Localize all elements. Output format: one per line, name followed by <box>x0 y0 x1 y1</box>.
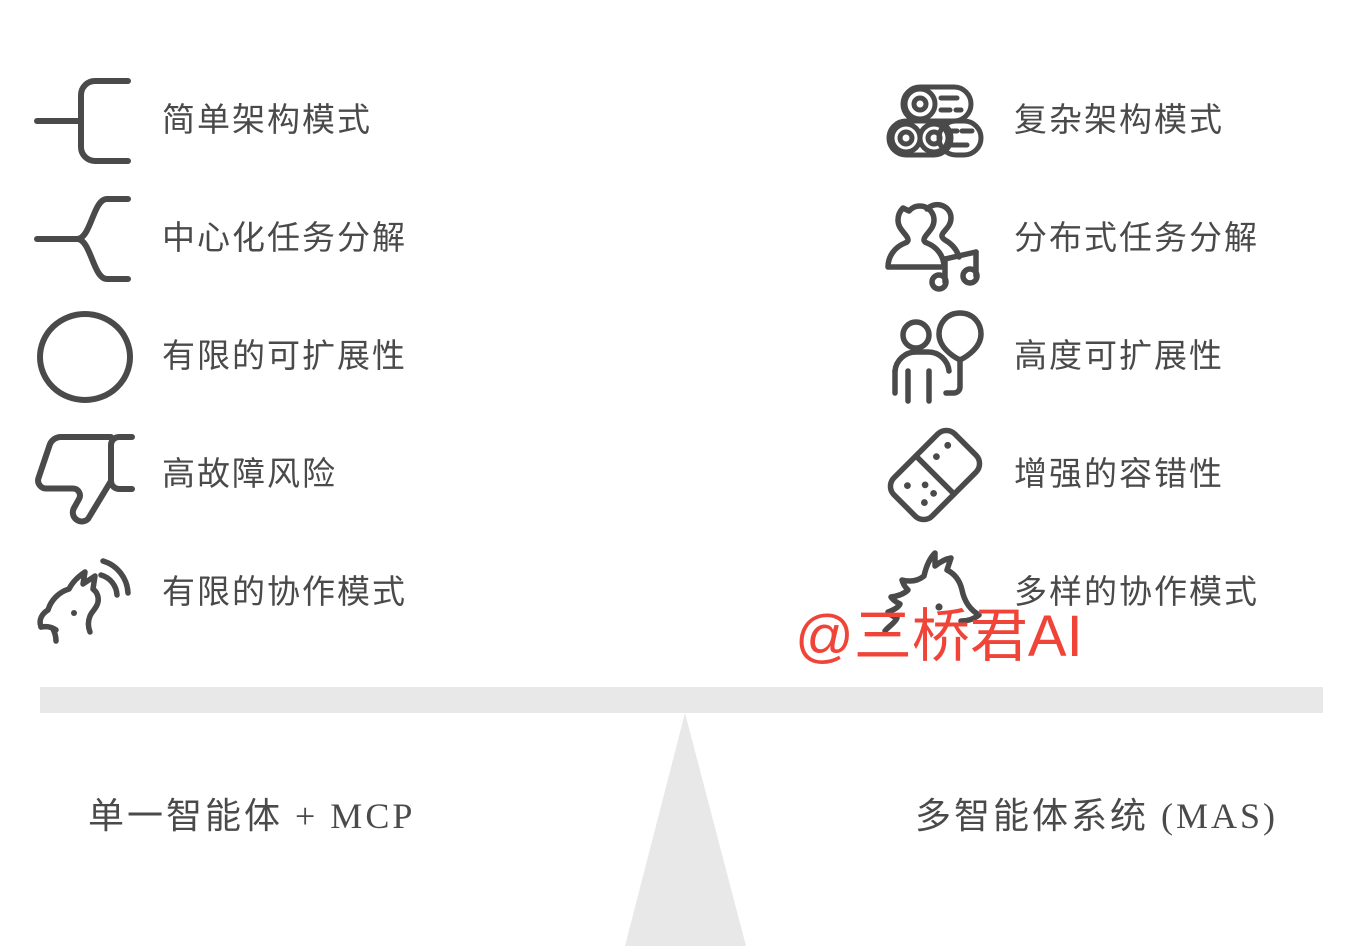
circle-icon <box>30 302 140 412</box>
feature-label: 高故障风险 <box>162 456 337 493</box>
feature-label: 中心化任务分解 <box>162 220 407 257</box>
feature-row: 复杂架构模式 <box>880 62 1350 180</box>
comparison-columns: 简单架构模式 中心化任务分解 <box>0 0 1350 680</box>
feature-label: 高度可扩展性 <box>1014 338 1224 375</box>
feature-row: 简单架构模式 <box>30 62 675 180</box>
feature-row: 多样的协作模式 <box>880 534 1350 652</box>
feature-row: 增强的容错性 <box>880 416 1350 534</box>
multi-agent-column: 复杂架构模式 <box>675 0 1350 680</box>
feature-label: 增强的容错性 <box>1014 456 1224 493</box>
feature-row: 有限的协作模式 <box>30 534 675 652</box>
domino-tile-icon <box>880 420 990 530</box>
bracket-split-branch-icon <box>30 184 140 294</box>
feature-row: 中心化任务分解 <box>30 180 675 298</box>
thumbs-down-icon <box>30 420 140 530</box>
wolf-head-icon <box>880 538 990 648</box>
fulcrum-triangle <box>588 713 783 946</box>
feature-row: 有限的可扩展性 <box>30 298 675 416</box>
feature-row: 高度可扩展性 <box>880 298 1350 416</box>
feature-row: 高故障风险 <box>30 416 675 534</box>
feature-label: 简单架构模式 <box>162 102 372 139</box>
bracket-single-branch-icon <box>30 66 140 176</box>
people-music-icon <box>880 184 990 294</box>
right-column-title: 多智能体系统 (MAS) <box>915 796 1279 836</box>
feature-label: 多样的协作模式 <box>1014 574 1259 611</box>
watermark-text: @三桥君AI <box>795 604 1083 669</box>
feature-label: 有限的可扩展性 <box>162 338 407 375</box>
stacked-logs-icon <box>880 66 990 176</box>
feature-label: 复杂架构模式 <box>1014 102 1224 139</box>
feature-label: 分布式任务分解 <box>1014 220 1259 257</box>
howling-wolf-icon <box>30 538 140 648</box>
feature-label: 有限的协作模式 <box>162 574 407 611</box>
single-agent-column: 简单架构模式 中心化任务分解 <box>0 0 675 680</box>
feature-row: 分布式任务分解 <box>880 180 1350 298</box>
person-balloon-icon <box>880 302 990 412</box>
left-column-title: 单一智能体 + MCP <box>88 796 416 836</box>
balance-beam <box>40 687 1323 713</box>
